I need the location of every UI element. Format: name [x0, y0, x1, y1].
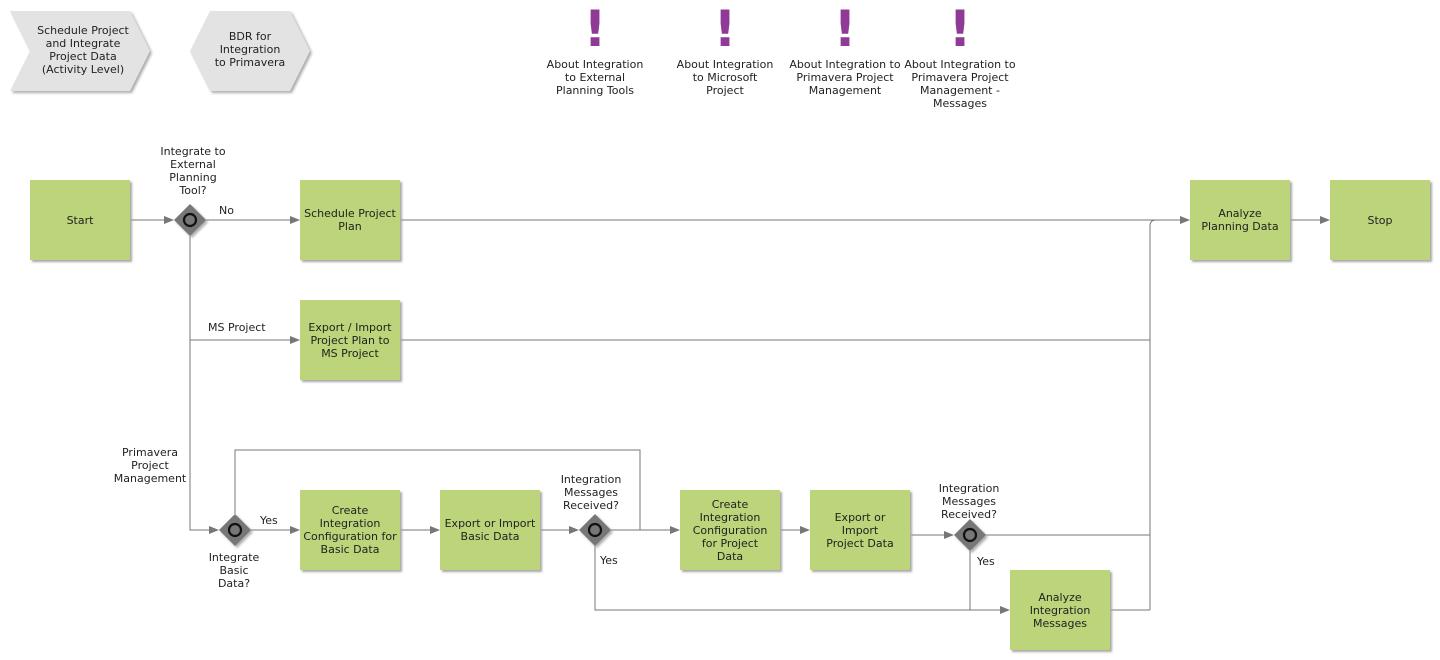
exclamation-icon: ! — [833, 0, 857, 58]
gateway-basic-data-label: Integrate Basic Data? — [208, 551, 260, 590]
activity-schedule-project-plan[interactable]: Schedule Project Plan — [300, 180, 400, 260]
gateway-basic-data[interactable] — [219, 514, 251, 546]
edge-label-no: No — [219, 204, 234, 217]
edge-label-yes-messages-1: Yes — [600, 554, 618, 567]
activity-analyze-planning-data[interactable]: Analyze Planning Data — [1190, 180, 1290, 260]
exclamation-icon: ! — [713, 0, 737, 58]
gateway-messages-received-1[interactable] — [579, 514, 611, 546]
activity-label: Analyze Planning Data — [1201, 207, 1279, 233]
start-event[interactable]: Start — [30, 180, 130, 260]
activity-export-import-project-data[interactable]: Export or Import Project Data — [810, 490, 910, 570]
activity-label: Analyze Integration Messages — [1029, 590, 1091, 630]
stop-event[interactable]: Stop — [1330, 180, 1430, 260]
nav-bdr-label[interactable]: BDR for Integration to Primavera — [214, 30, 286, 69]
activity-create-config-basic-data[interactable]: Create Integration Configuration for Bas… — [300, 490, 400, 570]
gateway-external-tool-label: Integrate to External Planning Tool? — [160, 145, 226, 197]
gateway-external-tool[interactable] — [174, 204, 206, 236]
activity-export-import-basic-data[interactable]: Export or Import Basic Data — [440, 490, 540, 570]
edge-label-ms-project: MS Project — [208, 321, 266, 334]
activity-label: Create Integration Configuration for Bas… — [303, 504, 397, 556]
gateway-messages-1-label: Integration Messages Received? — [560, 473, 622, 512]
exclamation-icon: ! — [583, 0, 607, 58]
nav-schedule-project-label[interactable]: Schedule Project and Integrate Project D… — [37, 24, 129, 76]
gateway-messages-received-2[interactable] — [954, 519, 986, 551]
activity-label: Create Integration Configuration for Pro… — [692, 497, 768, 563]
activity-analyze-integration-messages[interactable]: Analyze Integration Messages — [1010, 570, 1110, 650]
stop-label: Stop — [1367, 213, 1393, 227]
connector-merge-vertical — [1149, 219, 1157, 610]
connector-skip-basic — [234, 449, 641, 530]
edge-label-yes-basic: Yes — [260, 514, 278, 527]
info-link-label: About Integration to Primavera Project M… — [904, 58, 1016, 110]
activity-create-config-project-data[interactable]: Create Integration Configuration for Pro… — [680, 490, 780, 570]
start-label: Start — [66, 213, 94, 227]
nav-hexagon-bdr[interactable] — [190, 11, 310, 91]
activity-label: Export or Import Project Data — [826, 510, 894, 550]
connector-gateway-trunk — [189, 236, 219, 534]
edge-label-yes-messages-2: Yes — [977, 555, 995, 568]
gateway-messages-2-label: Integration Messages Received? — [938, 482, 1000, 521]
connector-yes-msg1 — [594, 546, 1010, 614]
exclamation-icon: ! — [948, 0, 972, 58]
info-link-label: About Integration to External Planning T… — [546, 58, 644, 97]
info-link-label: About Integration to Primavera Project M… — [789, 58, 901, 97]
info-link-label: About Integration to Microsoft Project — [676, 58, 774, 97]
activity-export-import-ms-project[interactable]: Export / Import Project Plan to MS Proje… — [300, 300, 400, 380]
edge-label-primavera: Primavera Project Management — [113, 446, 187, 485]
activity-label: Export or Import Basic Data — [444, 517, 536, 543]
activity-label: Schedule Project Plan — [304, 207, 396, 233]
nav-chevron-schedule-project[interactable] — [10, 11, 150, 91]
activity-label: Export / Import Project Plan to MS Proje… — [308, 320, 392, 360]
